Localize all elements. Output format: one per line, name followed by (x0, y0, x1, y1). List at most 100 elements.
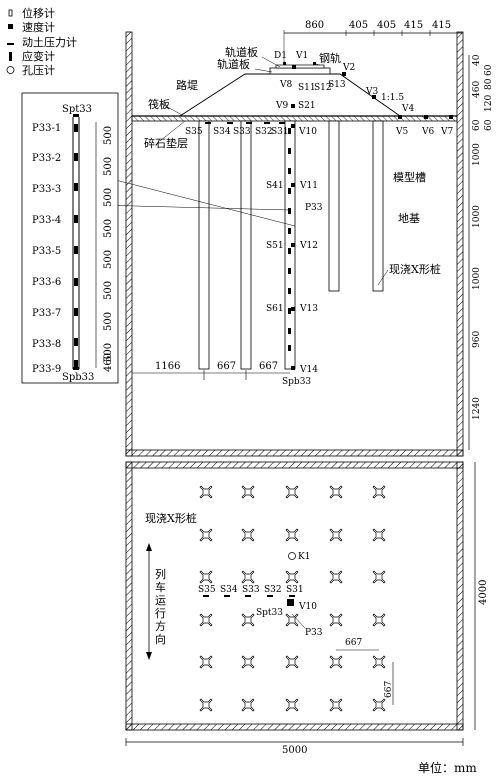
unit-label: 单位：mm (418, 760, 477, 775)
strain-gauge-icon (9, 52, 12, 61)
plan-sensor-label: S32 (264, 585, 282, 595)
pore-pressure-icon (288, 552, 296, 560)
label-v4: V4 (401, 104, 414, 114)
plan-p33-label: P33 (305, 628, 323, 638)
pile-detail-frame (21, 92, 119, 384)
direction-char: 行 (155, 607, 166, 620)
label-s51: S51 (266, 241, 284, 251)
legend-item-displacement: 位移计 (8, 6, 55, 20)
direction-char: 方 (155, 619, 166, 633)
sensor-labels: D1 V1 V2 V3 V4 V5 V6 V7 V8 S11 S12 S13 V… (185, 51, 453, 387)
pile-1 (198, 120, 210, 370)
pile-detail-top-label: Spt33 (62, 104, 92, 115)
pile-detail-dim: 500 (103, 126, 114, 145)
dynamic-earth-pressure-icon (7, 43, 14, 45)
label-s35: S35 (185, 127, 203, 137)
dim-right-9: 1000 (472, 205, 482, 228)
pile-detail: Spt33 P33-1 P33-2 P33-3 P33-4 P33-5 P33-… (21, 92, 119, 384)
dim-right-4: 80 (484, 78, 494, 90)
tank-right-wall (456, 31, 464, 457)
section-labels: 轨道板 轨道板 钢轨 路堤 筏板 碎石垫层 模型槽 地基 现浇X形桩 1:1.5 (144, 45, 441, 276)
track-slab-upper (275, 64, 325, 69)
pile-5 (372, 120, 384, 292)
plan-pile-label: 现浇X形桩 (145, 511, 197, 525)
plan-dim-h: 667 (345, 638, 362, 648)
pile-detail-bottom-label: Spb33 (62, 372, 94, 383)
plan-pressure-cells (203, 595, 295, 597)
pile-4 (328, 120, 340, 292)
plan-sensor-label: S31 (286, 585, 304, 595)
legend-label: 孔压计 (22, 64, 55, 77)
dim-right-10: 1000 (472, 267, 482, 290)
label-raft: 筏板 (148, 97, 170, 111)
pile-bottom-sensor (73, 367, 79, 370)
top-dimensions: 860 405 405 415 415 (283, 20, 462, 64)
dim-right-3: 460 (472, 81, 482, 98)
label-v13: V13 (299, 304, 318, 314)
dim-bottom-1: 1166 (155, 361, 180, 372)
pile-detail-dim: 500 (103, 281, 114, 300)
strain-gauges-pile33 (288, 128, 291, 351)
leader-lines (95, 56, 389, 286)
label-tank: 模型槽 (393, 170, 426, 184)
direction-char: 向 (155, 632, 166, 646)
label-v11: V11 (299, 181, 318, 191)
gravel-layer (131, 115, 458, 122)
pile-detail-dim: 500 (103, 157, 114, 176)
label-v2: V2 (342, 63, 355, 73)
label-v9: V9 (275, 101, 288, 111)
dim-right-1: 40 (472, 54, 482, 66)
dim-bottom-3: 667 (259, 361, 278, 372)
pile-detail-dim: 500 (103, 219, 114, 238)
pile-top-sensor (73, 114, 79, 117)
dim-top-5: 415 (432, 20, 451, 31)
dim-right-8: 1000 (472, 143, 482, 166)
legend-label: 应变计 (22, 49, 55, 63)
pile-2 (240, 120, 252, 370)
label-s11: S11 (298, 83, 316, 93)
pile-detail-dim: 500 (103, 312, 114, 331)
pore-pressure-icon (6, 66, 15, 74)
plan-width-label: 5000 (282, 745, 307, 756)
plan-piles (199, 485, 386, 712)
label-s32: S32 (255, 127, 273, 137)
pile-detail-label: P33-6 (32, 277, 61, 288)
dim-right-11: 960 (472, 331, 482, 348)
pile-detail-label: P33-4 (32, 215, 61, 226)
dim-top-1: 860 (305, 20, 324, 31)
legend-item-pressure: 动土压力计 (7, 36, 77, 49)
label-s41: S41 (266, 181, 284, 191)
pressure-cells (205, 122, 285, 124)
plan-dim-v: 667 (384, 681, 394, 698)
plan-sensor-label: S33 (242, 585, 260, 595)
velocity-meters (291, 65, 453, 370)
label-v8: V8 (279, 80, 292, 90)
plan-v10-label: V10 (298, 602, 317, 612)
pile-detail-strain-gauges (74, 124, 78, 368)
dim-top-2: 405 (349, 20, 368, 31)
legend-item-velocity: 速度计 (8, 20, 55, 34)
pile-detail-label: P33-8 (32, 339, 61, 350)
label-s33: S33 (233, 127, 251, 137)
direction-char: 车 (155, 580, 166, 594)
plan-k1-label: K1 (298, 552, 310, 562)
pile-detail-dim: 460 (103, 353, 114, 372)
dim-right-5: 120 (484, 95, 494, 112)
label-v1: V1 (295, 51, 308, 61)
legend-label: 速度计 (22, 20, 55, 34)
label-v14: V14 (299, 365, 318, 375)
velocity-meter-icon (8, 24, 13, 29)
section-view: 860 405 405 415 415 40 60 460 80 120 60 … (95, 20, 494, 457)
rail-left (283, 62, 286, 65)
legend: 位移计 速度计 动土压力计 应变计 孔压计 (6, 6, 77, 77)
bottom-dimensions: 1166 667 667 (132, 361, 290, 380)
legend-item-strain: 应变计 (9, 49, 55, 63)
pile-detail-label: P33-1 (32, 123, 61, 134)
label-slope: 1:1.5 (381, 93, 404, 103)
pile-detail-dim: 500 (103, 250, 114, 269)
label-pile: 现浇X形桩 (389, 262, 441, 276)
plan-depth-label: 4000 (478, 580, 489, 605)
right-dimensions: 40 60 460 80 120 60 60 1000 1000 1000 96… (468, 54, 494, 450)
